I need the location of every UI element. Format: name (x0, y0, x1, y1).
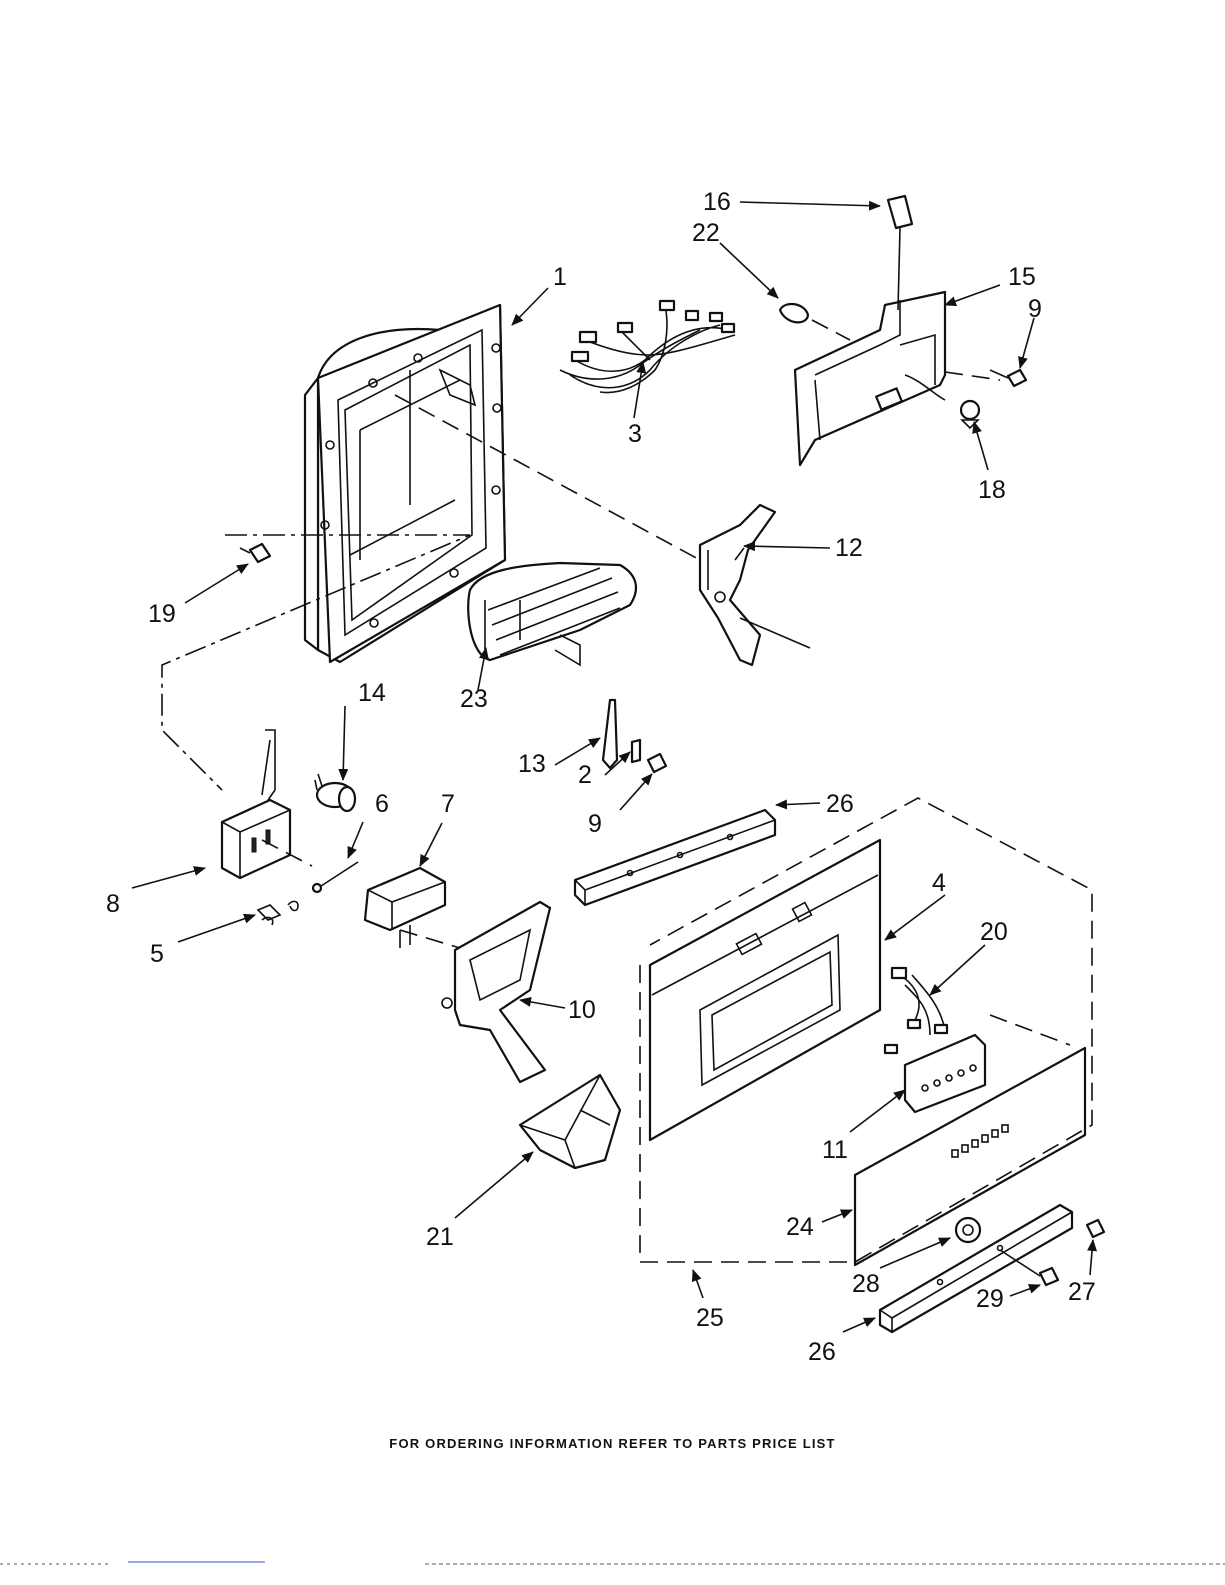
part-26-upper-rail[interactable] (575, 810, 775, 905)
callout-13: 13 (518, 750, 546, 778)
callout-19: 19 (148, 600, 176, 628)
part-19-screw[interactable] (240, 544, 270, 562)
callout-7: 7 (441, 790, 455, 818)
part-2-bracket[interactable] (632, 740, 640, 762)
part-6-pin[interactable] (313, 862, 358, 892)
part-4-front-panel[interactable] (650, 840, 880, 1140)
callout-25: 25 (696, 1304, 724, 1332)
part-22-plug[interactable] (780, 304, 808, 322)
callout-2: 2 (578, 761, 592, 789)
callout-1: 1 (553, 263, 567, 291)
callout-18: 18 (978, 476, 1006, 504)
callout-9-mid: 9 (588, 810, 602, 838)
callout-9-top: 9 (1028, 295, 1042, 323)
part-9-screw-top[interactable] (990, 370, 1026, 386)
part-23-grille[interactable] (468, 563, 636, 665)
part-10-arm[interactable] (442, 902, 550, 1082)
part-11-control-board[interactable] (905, 1035, 985, 1112)
ordering-info-note: FOR ORDERING INFORMATION REFER TO PARTS … (0, 1436, 1225, 1451)
bottom-edge-strip (0, 1561, 1225, 1567)
callout-27: 27 (1068, 1278, 1096, 1306)
part-15-bracket[interactable] (795, 292, 945, 465)
callout-12: 12 (835, 534, 863, 562)
callout-6: 6 (375, 790, 389, 818)
part-14-motor[interactable] (315, 774, 355, 811)
part-20-harness[interactable] (885, 968, 947, 1053)
callout-10: 10 (568, 996, 596, 1024)
callout-11: 11 (822, 1136, 848, 1164)
callout-5: 5 (150, 940, 164, 968)
part-9-screw-mid[interactable] (648, 754, 666, 772)
callout-14: 14 (358, 679, 386, 707)
part-29-screw[interactable] (1000, 1250, 1058, 1285)
callout-22: 22 (692, 219, 720, 247)
part-5-springs[interactable] (258, 901, 298, 925)
part-27-screw[interactable] (1087, 1220, 1104, 1237)
part-13-clip[interactable] (603, 700, 617, 768)
callout-26-upper: 26 (826, 790, 854, 818)
part-18-connector[interactable] (961, 401, 979, 428)
callout-28: 28 (852, 1270, 880, 1298)
part-16-switch[interactable] (888, 196, 912, 310)
callout-24: 24 (786, 1213, 814, 1241)
callout-23: 23 (460, 685, 488, 713)
part-7-lever[interactable] (365, 868, 445, 948)
callout-26-lower: 26 (808, 1338, 836, 1366)
callout-16: 16 (703, 188, 731, 216)
callout-29: 29 (976, 1285, 1004, 1313)
part-3-wire-harness[interactable] (560, 301, 735, 393)
callout-8: 8 (106, 890, 120, 918)
callout-20: 20 (980, 918, 1008, 946)
part-8-solenoid[interactable] (222, 730, 290, 878)
part-12-actuator[interactable] (700, 505, 775, 665)
callout-21: 21 (426, 1223, 454, 1251)
callout-3: 3 (628, 420, 642, 448)
callout-15: 15 (1008, 263, 1036, 291)
part-28-button[interactable] (956, 1218, 980, 1242)
part-21-chute[interactable] (520, 1075, 620, 1168)
callout-4: 4 (932, 869, 946, 897)
